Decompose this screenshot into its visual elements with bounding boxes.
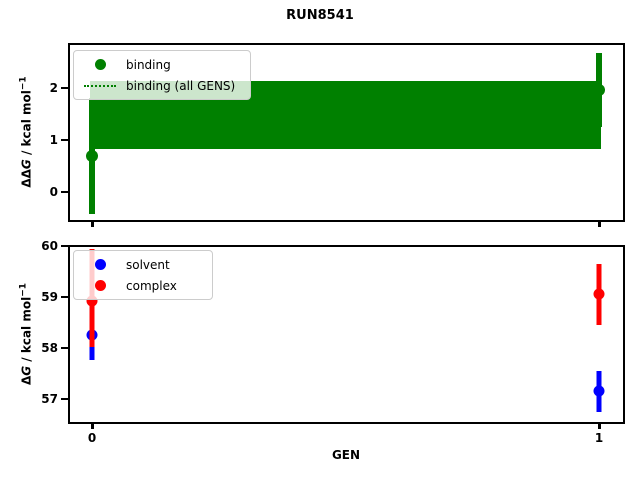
bottom-xtick-mark [91,424,94,429]
binding-point [593,84,605,97]
legend-marker [82,59,118,70]
complex-point [593,288,605,300]
bottom-ylabel-prefix: Δ [19,375,34,386]
bottom-ytick-label: 58 [41,341,58,355]
top-ytick-label: 0 [49,185,58,199]
legend-marker [82,280,118,291]
top-ytick-mark [61,191,68,193]
bottom-xtick-mark [598,424,601,429]
bottom-y-axis-label: ΔG / kcal mol−1 [19,283,34,385]
bottom-ytick-label: 60 [41,239,58,253]
complex-point [86,295,98,307]
complex-dot-icon [94,280,106,291]
bottom-xtick-label: 0 [87,431,97,445]
binding (all GENS)-dotted-line-icon [84,84,116,87]
bottom-ytick-mark [61,398,68,400]
binding-dot-icon [94,59,106,70]
legend-marker [82,259,118,270]
bottom-ylabel-unit: / kcal mol [19,296,34,366]
top-ytick-mark [61,87,68,89]
top-y-axis-label: ΔΔG / kcal mol−1 [19,76,34,187]
legend-item-label: solvent [126,257,170,272]
legend-row: complex [82,275,204,296]
bottom-xtick-label: 1 [594,431,604,445]
top-xtick-mark [91,222,94,227]
legend-item-label: complex [126,278,177,293]
top-ylabel-unit: / kcal mol [19,90,34,160]
figure-title: RUN8541 [286,8,354,23]
legend-row: binding [82,54,242,75]
top-plot-legend: binding binding (all GENS) [73,50,251,100]
top-ytick-mark [61,139,68,141]
bottom-ylabel-exponent: −1 [18,282,29,297]
x-axis-label: GEN [331,448,361,462]
top-ylabel-symbol: G [19,159,34,170]
solvent-point [593,385,605,397]
legend-item-label: binding (all GENS) [126,78,236,93]
bottom-ylabel-symbol: G [19,365,34,376]
bottom-ytick-label: 59 [41,290,58,304]
legend-marker [82,84,118,87]
top-ytick-label: 1 [49,133,58,147]
legend-row: binding (all GENS) [82,75,242,96]
top-ylabel-exponent: −1 [18,76,29,91]
bottom-ytick-mark [61,245,68,247]
bottom-ytick-label: 57 [41,392,58,406]
top-xtick-mark [598,222,601,227]
top-ytick-label: 2 [49,81,58,95]
bottom-ytick-mark [61,347,68,349]
top-ylabel-prefix: ΔΔ [19,169,34,188]
solvent-dot-icon [94,259,106,270]
legend-item-label: binding [126,57,171,72]
bottom-ytick-mark [61,296,68,298]
binding-point [86,150,98,163]
legend-row: solvent [82,254,204,275]
bottom-plot-legend: solvent complex [73,250,213,300]
